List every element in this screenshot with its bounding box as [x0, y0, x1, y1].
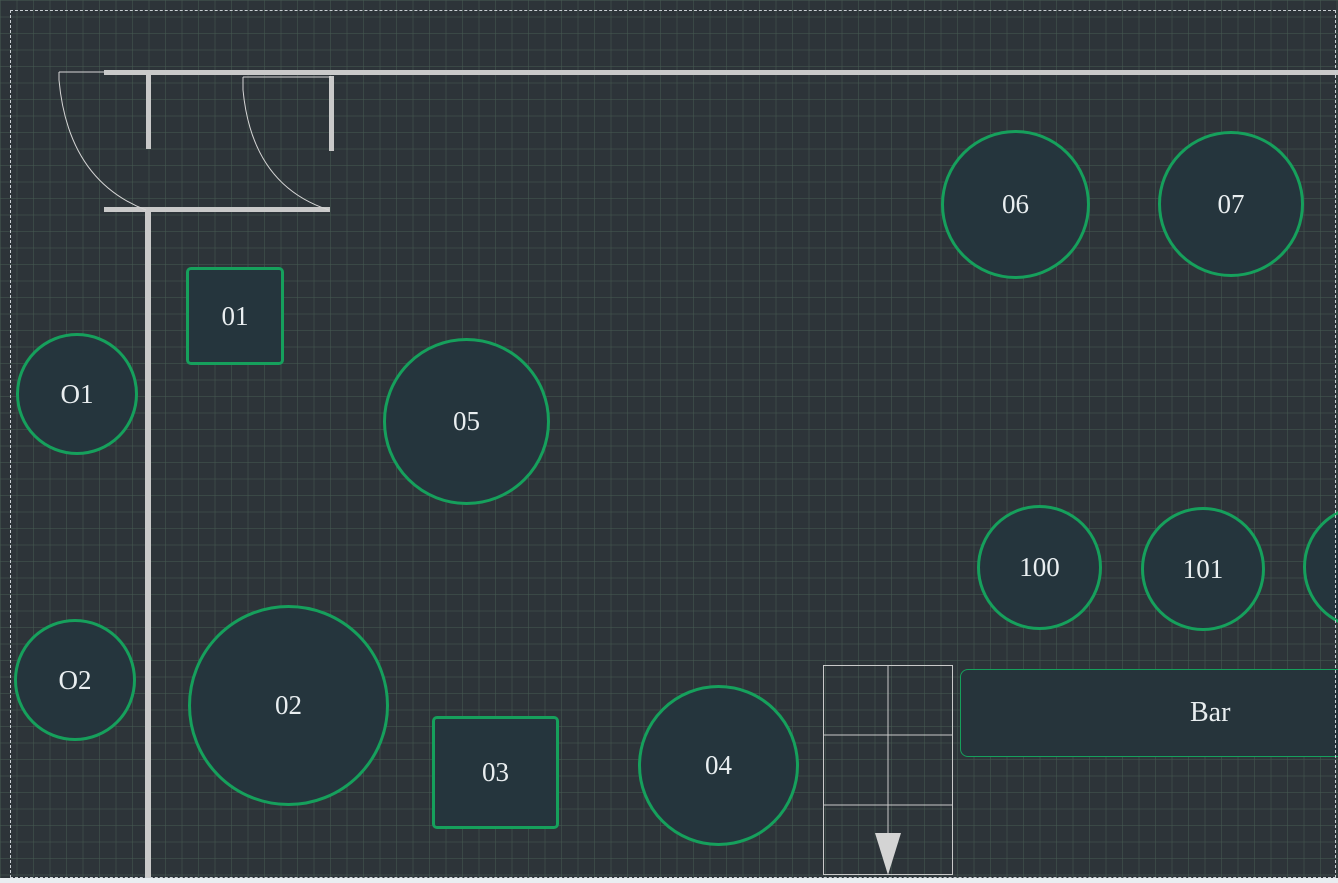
wall-entry-right [329, 76, 334, 151]
table-05[interactable]: 05 [383, 338, 550, 505]
table-06[interactable]: 06 [941, 130, 1090, 279]
entrance-doors [58, 71, 331, 211]
bar-label: Bar [1190, 697, 1231, 728]
wall-top [104, 70, 1338, 75]
table-label: 100 [1019, 552, 1060, 582]
table-label: 05 [453, 406, 480, 436]
table-label: 03 [482, 757, 509, 787]
table-label: 04 [705, 750, 732, 780]
table-100[interactable]: 100 [977, 505, 1102, 630]
table-label: 07 [1217, 188, 1245, 219]
table-label: O2 [58, 664, 92, 695]
table-label: 06 [1002, 189, 1029, 219]
table-02[interactable]: 02 [188, 605, 389, 806]
table-04[interactable]: 04 [638, 685, 799, 846]
wall-left-vertical [145, 207, 151, 883]
table-07[interactable]: 07 [1158, 131, 1304, 277]
wall-entry-bottom [104, 207, 330, 212]
table-03[interactable]: 03 [432, 716, 559, 829]
door-swing-icon [242, 76, 331, 211]
table-01[interactable]: 01 [186, 267, 284, 365]
door-swing-icon [58, 71, 147, 211]
bar-counter[interactable]: Bar [960, 669, 1338, 757]
table-101[interactable]: 101 [1141, 507, 1265, 631]
stairs-down-icon [823, 665, 953, 875]
table-label: 101 [1182, 553, 1224, 584]
wall-entry-divider [146, 74, 151, 149]
table-o2[interactable]: O2 [14, 619, 136, 741]
table-label: 01 [221, 300, 249, 331]
table-label: O1 [60, 378, 94, 409]
table-label: 02 [275, 690, 302, 720]
table-partial-right[interactable] [1303, 505, 1338, 629]
canvas-bottom-edge [0, 878, 1338, 883]
table-o1[interactable]: O1 [16, 333, 138, 455]
